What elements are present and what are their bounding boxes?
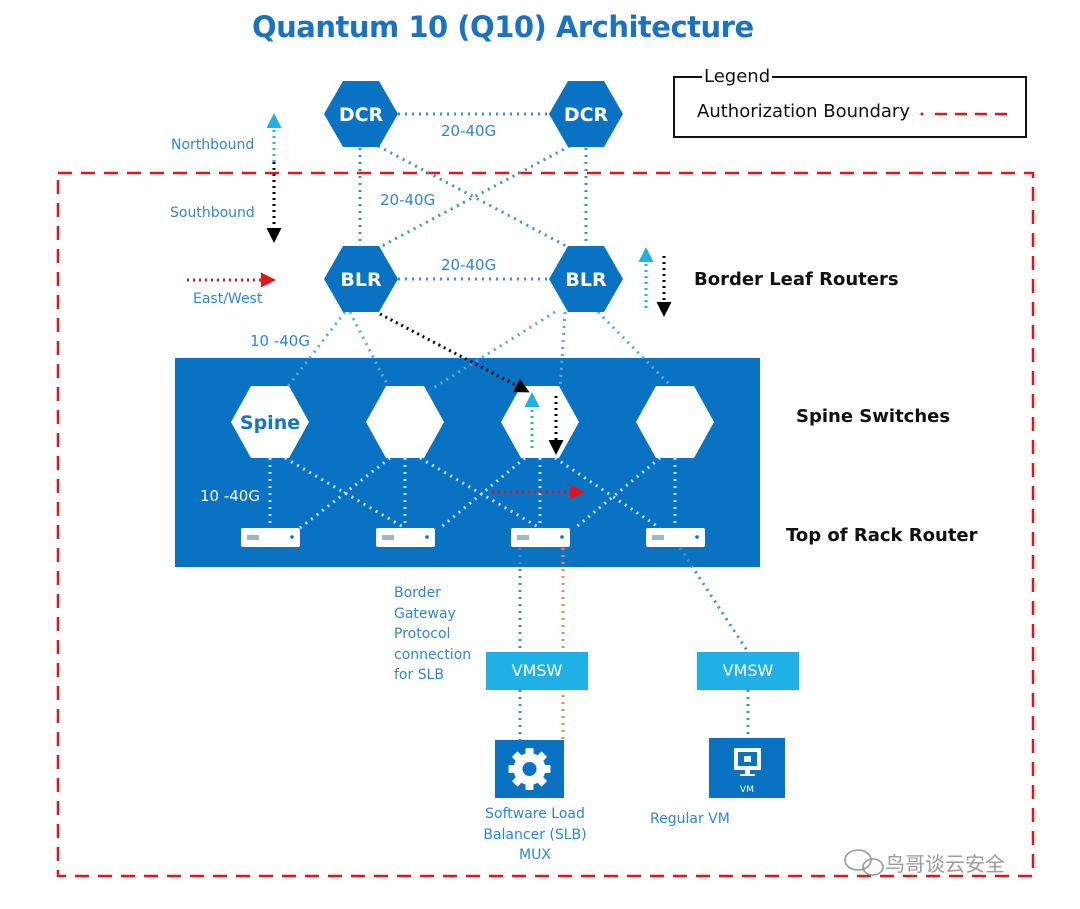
- blr-right-label: BLR: [565, 269, 607, 291]
- slb-mux-gear-icon: [495, 740, 564, 798]
- blr-spine-links: [283, 310, 677, 392]
- tor-router-1: [241, 528, 300, 547]
- watermark-text: 鸟哥谈云安全: [885, 852, 1005, 876]
- dcr-right-label: DCR: [564, 104, 609, 126]
- blr-left-label: BLR: [340, 269, 382, 291]
- vm-icon: VM: [709, 738, 785, 798]
- legend-title: Legend: [702, 66, 773, 87]
- southbound-label: Southbound: [170, 205, 255, 221]
- tor-router-2: [376, 528, 435, 547]
- dcr-right-node: [549, 81, 623, 147]
- top-of-rack-router-label: Top of Rack Router: [786, 525, 978, 546]
- tor-vmsw-links: [518, 547, 750, 740]
- traffic-path-southbound: [379, 312, 530, 393]
- spine-switch-4: [636, 386, 714, 458]
- legend-item-authorization-boundary: Authorization Boundary: [697, 101, 910, 122]
- bgp-note-line: for SLB: [394, 667, 444, 683]
- speed-blr-blr: 20-40G: [441, 256, 497, 274]
- spine-1-label: Spine: [240, 412, 300, 434]
- watermark-logo: [844, 849, 884, 876]
- slb-mux-label-line: Balancer (SLB) MUX: [483, 826, 587, 864]
- bgp-note-line: Gateway: [394, 605, 456, 622]
- speed-spine-tor: 10 -40G: [200, 487, 260, 505]
- dcr-left-label: DCR: [339, 104, 384, 126]
- vmsw-right: VMSW: [697, 652, 799, 690]
- tor-router-3: [511, 528, 570, 547]
- tor-router-4: [646, 528, 705, 547]
- speed-blr-spine: 10 -40G: [250, 332, 310, 350]
- bgp-note-line: connection: [394, 646, 472, 663]
- blr-right-node: [549, 246, 623, 312]
- slb-mux-label-line: Software Load: [485, 806, 585, 822]
- page-title: Quantum 10 (Q10) Architecture: [252, 10, 754, 44]
- vmsw-left: VMSW: [486, 652, 588, 690]
- regular-vm-label: Regular VM: [650, 811, 730, 827]
- slb-mux-label: Software Load Balancer (SLB) MUX: [466, 804, 604, 866]
- spine-switches-label: Spine Switches: [796, 406, 951, 427]
- dcr-left-node: [324, 81, 398, 147]
- bgp-note: Border Gateway Protocol connection for S…: [394, 583, 471, 686]
- northbound-label: Northbound: [171, 137, 255, 153]
- authorization-boundary: [56, 171, 1035, 878]
- speed-dcr-blr: 20-40G: [380, 191, 436, 209]
- vm-icon-text: VM: [740, 785, 754, 795]
- bgp-note-line: Protocol: [394, 626, 451, 642]
- east-west-label: East/West: [193, 291, 263, 307]
- border-leaf-routers-label: Border Leaf Routers: [694, 269, 899, 290]
- spine-switch-2: [366, 386, 444, 458]
- core-links: [358, 112, 588, 281]
- speed-dcr-dcr: 20-40G: [441, 122, 497, 140]
- blr-left-node: [324, 246, 398, 312]
- bgp-note-line: Border: [394, 585, 441, 601]
- spine-switch-1: [231, 386, 309, 458]
- legend-box: [673, 76, 1027, 138]
